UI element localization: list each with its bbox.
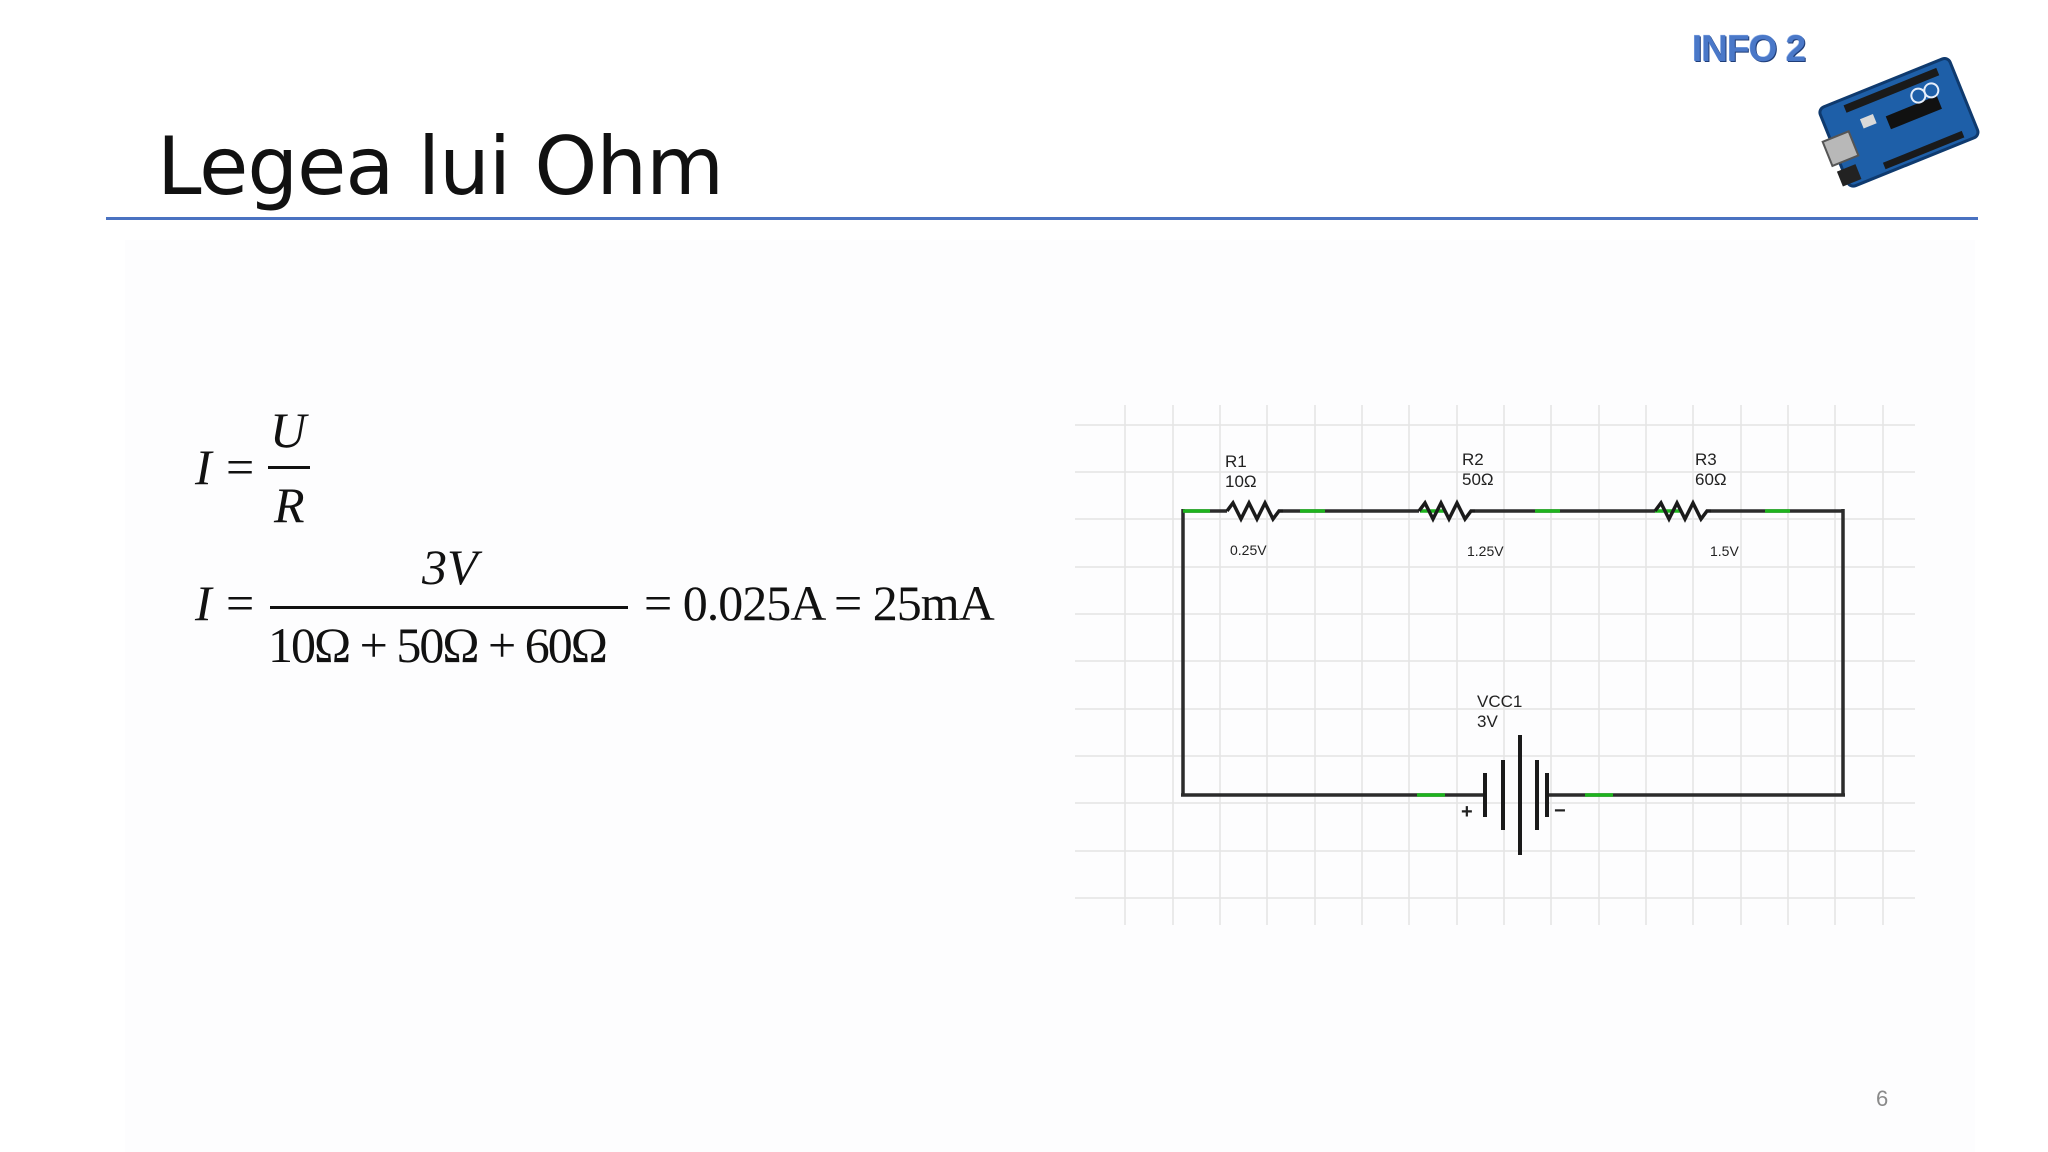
- formula2-numerator: 3V: [422, 539, 478, 595]
- formula2-denominator: 10Ω + 50Ω + 60Ω: [268, 617, 608, 673]
- arduino-board-icon: [1818, 57, 1980, 188]
- resistor-r3: R3 60Ω 1.5V: [1653, 450, 1739, 559]
- r3-value: 60Ω: [1695, 470, 1727, 489]
- grid: [1075, 405, 1915, 925]
- formula2-result: = 0.025A = 25mA: [644, 575, 995, 631]
- slide-title: Legea lui Ohm: [157, 120, 724, 213]
- formula1-denominator: R: [274, 477, 305, 533]
- formula1-numerator: U: [270, 402, 307, 458]
- battery-plus: +: [1461, 801, 1473, 823]
- formula2-eq: =: [226, 575, 255, 631]
- r1-value: 10Ω: [1225, 472, 1257, 491]
- info-badge: INFO 2: [1692, 28, 1806, 69]
- resistor-r2: R2 50Ω 1.25V: [1417, 450, 1504, 559]
- battery-minus: −: [1554, 800, 1566, 822]
- battery-value: 3V: [1477, 712, 1498, 731]
- page-number: 6: [1876, 1086, 1889, 1111]
- formula1-eq: =: [226, 439, 255, 495]
- r3-voltage: 1.5V: [1710, 543, 1739, 559]
- r1-voltage: 0.25V: [1230, 542, 1267, 558]
- battery-name: VCC1: [1477, 692, 1522, 711]
- r3-name: R3: [1695, 450, 1717, 469]
- r2-voltage: 1.25V: [1467, 543, 1504, 559]
- battery-vcc1: VCC1 3V + −: [1461, 692, 1566, 855]
- series-circuit-diagram: R1 10Ω 0.25V R2 50Ω 1.25V R3 60Ω 1.5V VC…: [1075, 405, 1915, 925]
- formula1-lhs: I: [195, 439, 212, 495]
- formula2-lhs: I: [195, 575, 212, 631]
- ohm-law-formulas: I = U R I = 3V 10Ω + 50Ω + 60Ω = 0.025A …: [190, 400, 1070, 700]
- r2-value: 50Ω: [1462, 470, 1494, 489]
- terminal-markers: [1183, 509, 1790, 797]
- r2-name: R2: [1462, 450, 1484, 469]
- resistor-r1: R1 10Ω 0.25V: [1225, 452, 1283, 558]
- content-area: [125, 240, 1975, 1152]
- title-divider: [106, 217, 1978, 220]
- circuit-wires: [1181, 509, 1845, 797]
- formula1-fraction-bar: [268, 466, 310, 469]
- r1-name: R1: [1225, 452, 1247, 471]
- formula2-fraction-bar: [270, 606, 628, 609]
